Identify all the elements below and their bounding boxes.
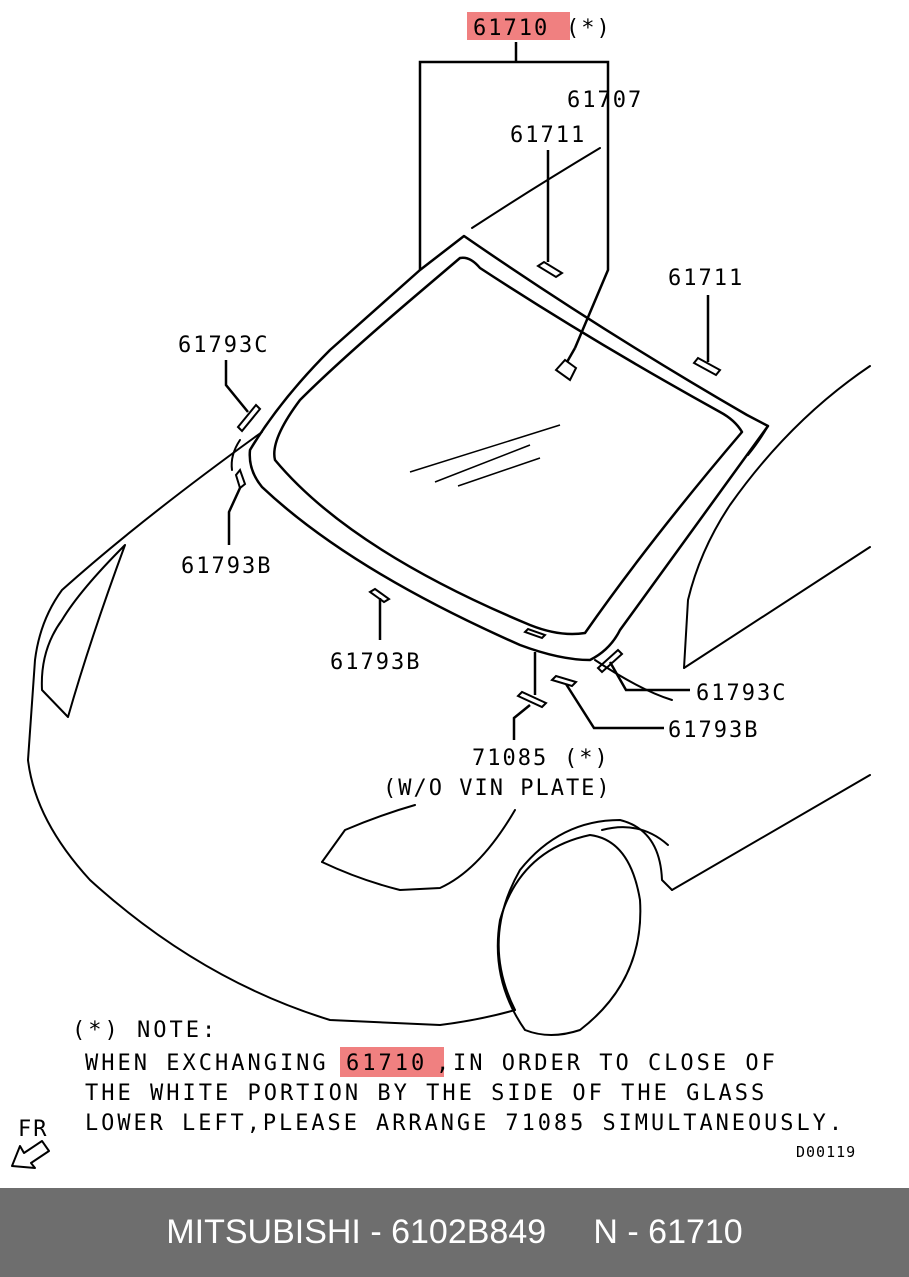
footer-n-value: 61710 [648,1213,743,1251]
diagram-code: D00119 [796,1143,856,1161]
callout-61793b-right[interactable]: 61793B [668,718,759,743]
footer-n-label: N - [593,1213,649,1251]
leader-lines [224,42,710,740]
small-parts [234,260,722,709]
note-line1-suffix: IN ORDER TO CLOSE OF [453,1051,778,1076]
callout-61793b-left[interactable]: 61793B [181,554,272,579]
windshield-glass [248,234,770,662]
highlight-61710-note [340,1047,444,1077]
footer-part-number: 6102B849 [391,1213,547,1251]
callout-61793c-left[interactable]: 61793C [178,333,269,358]
footer-brand: MITSUBISHI [166,1213,361,1251]
callout-61707[interactable]: 61707 [567,88,643,113]
vin-plate-label: (W/O VIN PLATE) [383,776,612,801]
callout-61793c-right[interactable]: 61793C [696,681,787,706]
callout-61711-right[interactable]: 61711 [668,266,744,291]
callout-61710[interactable]: 61710 [473,16,549,41]
callout-61711-top[interactable]: 61711 [510,123,586,148]
callout-71085-star: (*) [564,746,610,771]
front-arrow-icon [11,1140,50,1169]
note-line1-comma: , [436,1051,452,1076]
note-line1-prefix: WHEN EXCHANGING [85,1051,329,1076]
note-line1-part[interactable]: 61710 [346,1051,427,1076]
footer-gap [546,1213,593,1252]
direction-label: FR [18,1117,49,1142]
glare-lines [409,424,561,487]
note-heading: (*) NOTE: [72,1018,218,1043]
callout-61793b-bottom[interactable]: 61793B [330,650,421,675]
note-line2: THE WHITE PORTION BY THE SIDE OF THE GLA… [85,1081,767,1106]
note-line3: LOWER LEFT,PLEASE ARRANGE 71085 SIMULTAN… [85,1111,845,1136]
callout-61710-star: (*) [566,16,612,41]
windshield-parts-diagram: 61710 (*) 61707 61711 61711 61793C 61793… [11,12,871,1169]
footer-separator: - [360,1213,392,1251]
highlight-61710-top [467,12,570,40]
footer-bar: MITSUBISHI - 6102B849 N - 61710 [0,1188,909,1277]
callout-71085[interactable]: 71085 [472,746,548,771]
